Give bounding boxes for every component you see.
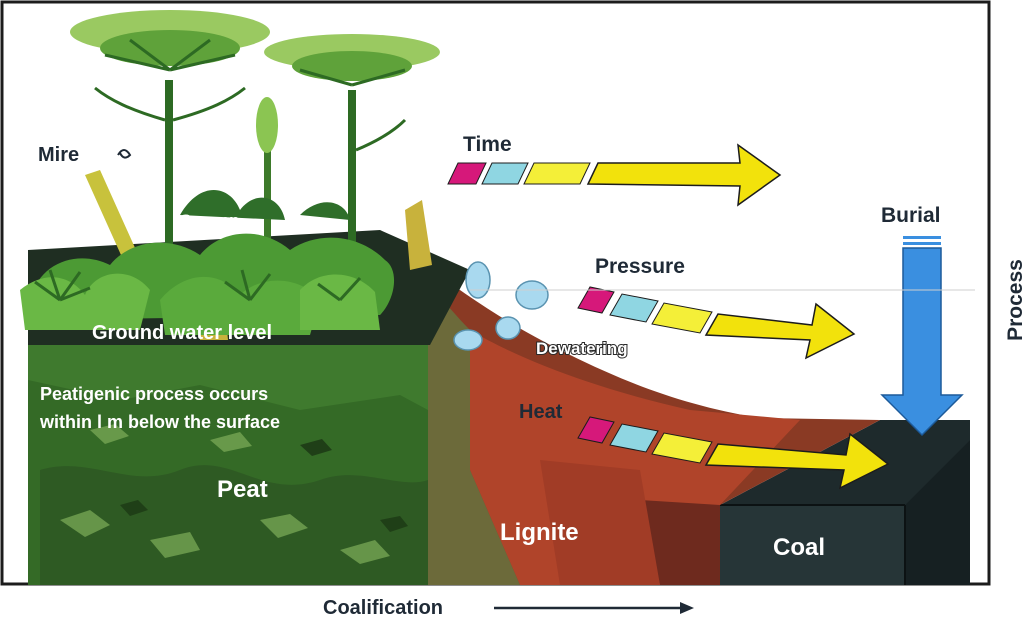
tree-fern-icon [70,10,270,280]
swatch-cyan [481,162,529,185]
arrow-right-icon [704,302,856,360]
swatch-magenta [447,162,487,185]
label-coalification: Coalification [323,597,443,619]
arrow-right-icon [704,432,890,490]
swatch-magenta [577,286,615,314]
fallen-trunk [85,170,145,275]
water-droplet-icon [453,261,549,351]
label-pressure: Pressure [595,255,685,278]
heat-arrow [577,416,890,490]
label-dewatering: Dewatering [536,339,628,358]
peat-layer [28,338,428,585]
label-swamp: Swamp [180,211,240,230]
tree-fern-icon [264,34,440,280]
label-mire: Mire [38,144,79,166]
swatch-yellow [651,432,713,464]
label-process: Process [1004,259,1024,341]
stump [405,200,432,270]
arrow-right-icon [494,602,694,614]
lignite-layer [420,260,880,585]
swatch-yellow [651,302,713,334]
label-time: Time [463,133,512,156]
label-peatigenic-line2: within l m below the surface [39,412,280,432]
label-heat: Heat [519,401,563,423]
label-coal: Coal [773,534,825,561]
swatch-cyan [609,423,659,453]
time-arrow [447,143,782,207]
swatch-magenta [577,416,615,444]
label-lignite: Lignite [500,519,579,546]
label-peatigenic-line1: Peatigenic process occurs [40,384,268,404]
burial-arrow [880,236,964,437]
label-ground-water-level: Ground water level [92,322,272,344]
label-burial: Burial [881,204,941,227]
arrow-right-icon [586,143,782,207]
coal-layer [720,420,970,585]
swatch-cyan [609,293,659,323]
swatch-yellow [523,162,591,185]
arrow-down-icon [880,247,964,437]
label-peat: Peat [217,476,268,503]
pressure-arrow [577,286,856,360]
swamp-vegetation [20,10,440,340]
